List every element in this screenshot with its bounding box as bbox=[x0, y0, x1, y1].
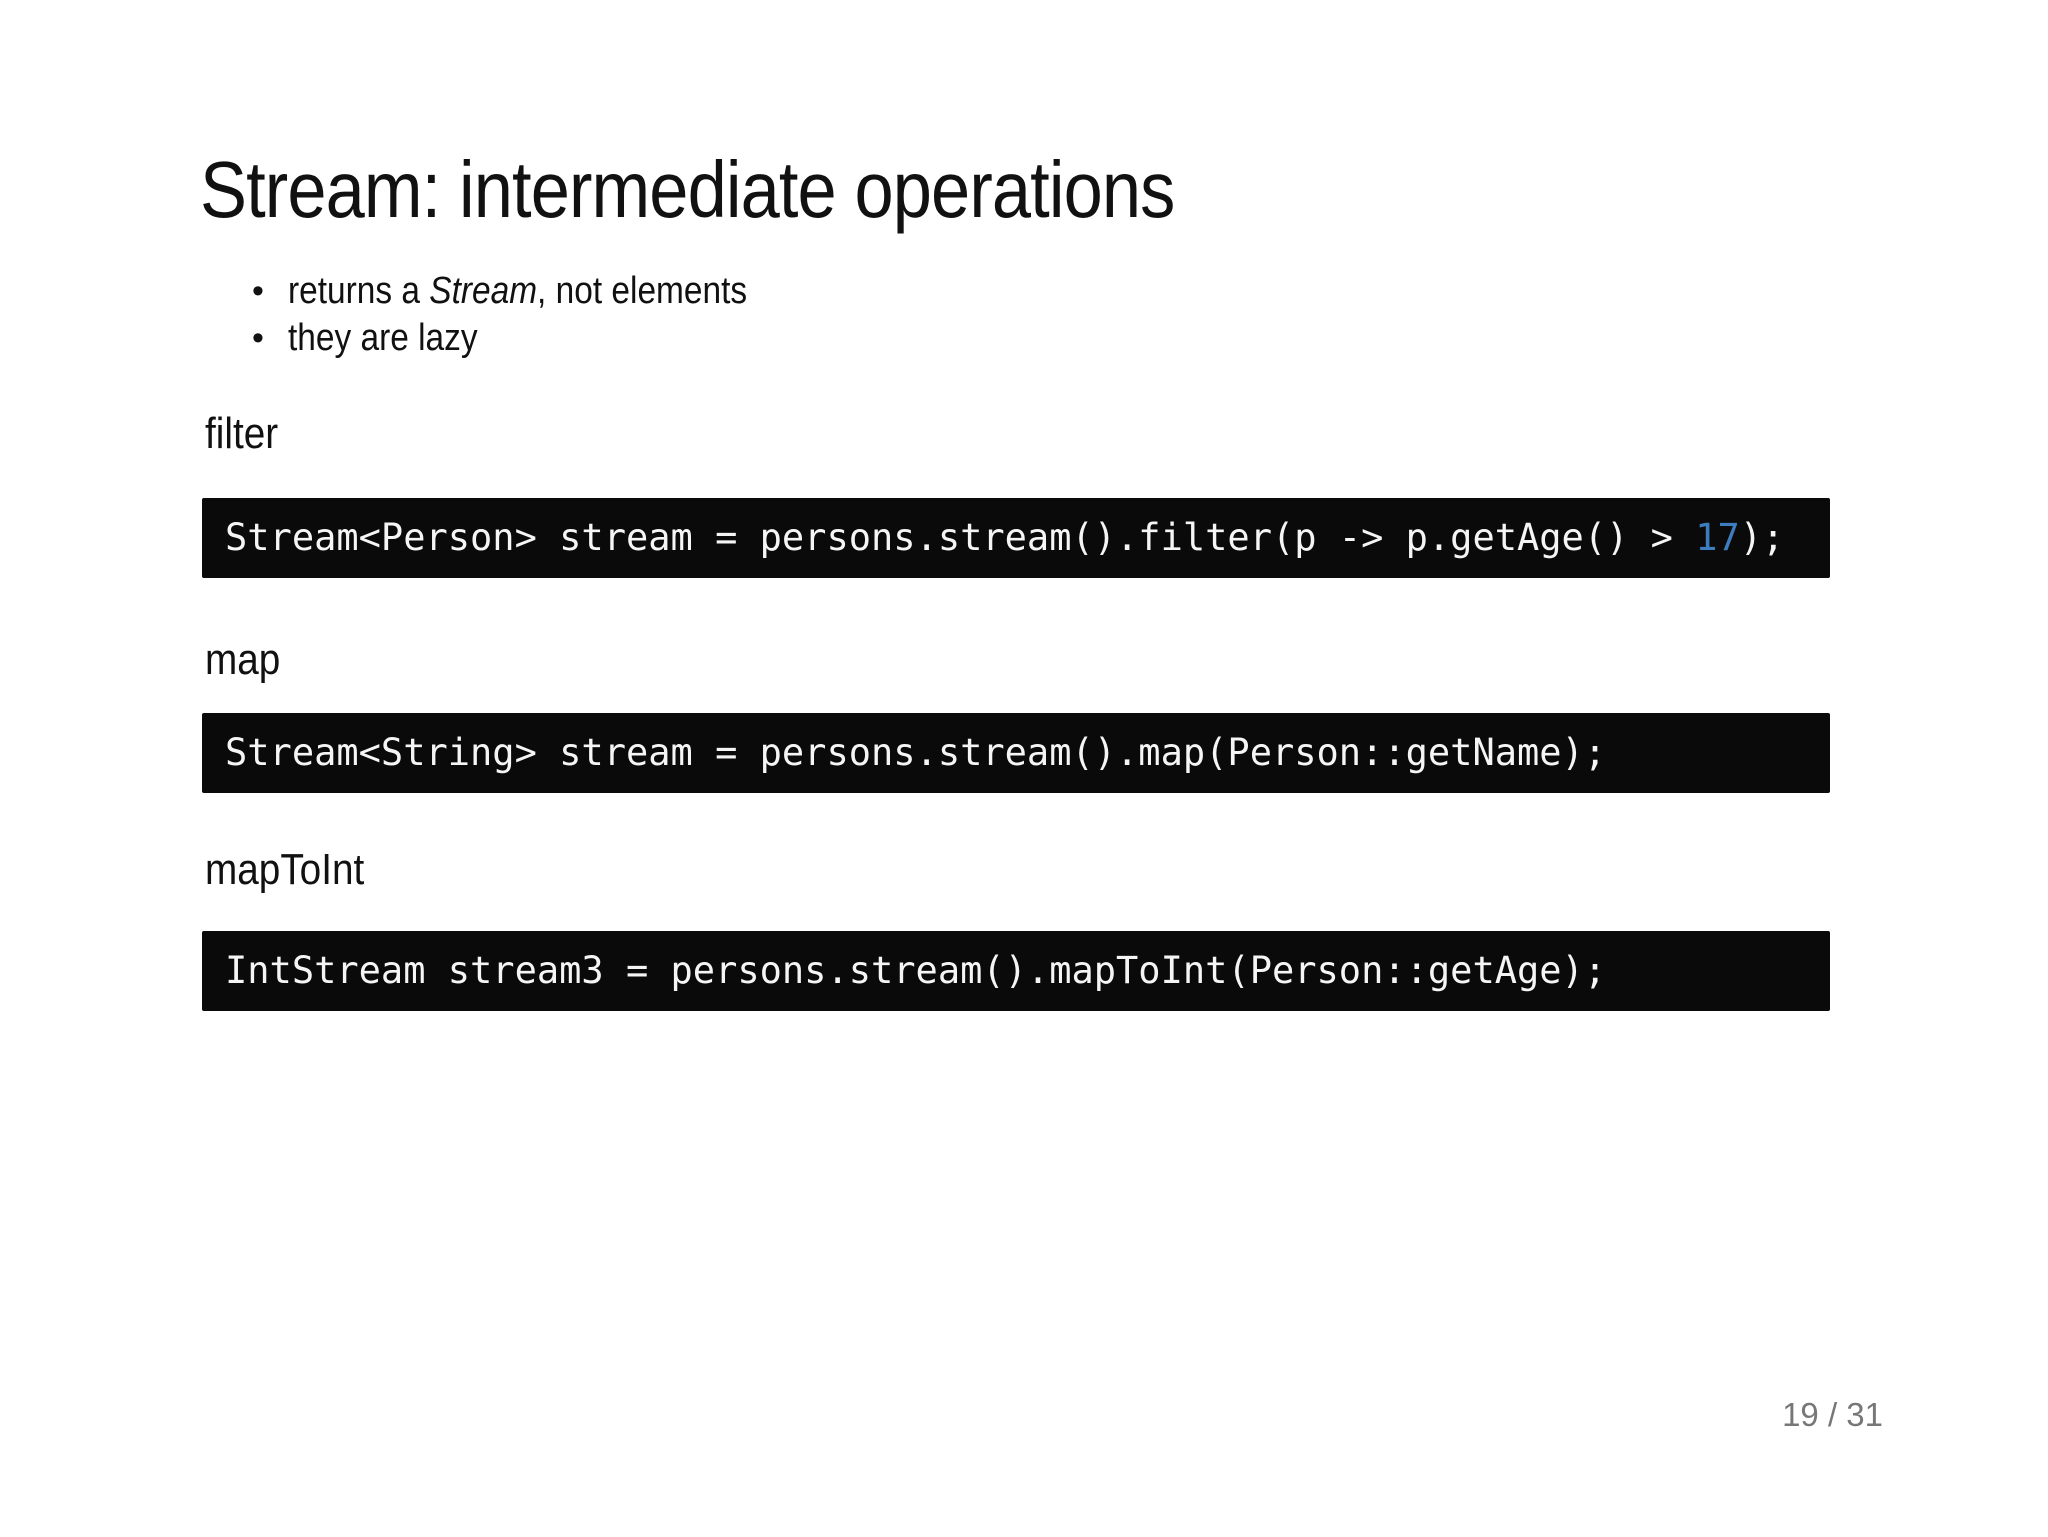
code-block-map: Stream<String> stream = persons.stream()… bbox=[202, 713, 1830, 793]
code-text: ); bbox=[1739, 516, 1785, 559]
code-number-literal: 17 bbox=[1695, 516, 1740, 559]
code-block-maptoint: IntStream stream3 = persons.stream().map… bbox=[202, 931, 1830, 1011]
bullet-italic-term: Stream bbox=[429, 270, 538, 312]
bullet-item: returns a Stream, not elements bbox=[252, 268, 810, 315]
bullet-text: they are lazy bbox=[288, 317, 478, 359]
code-block-filter: Stream<Person> stream = persons.stream()… bbox=[202, 498, 1830, 578]
code-text: Stream<Person> stream = persons.stream()… bbox=[225, 516, 1696, 559]
code-text: Stream<String> stream = persons.stream()… bbox=[225, 731, 1607, 774]
page-number: 19 / 31 bbox=[1782, 1396, 1883, 1433]
section-label-maptoint: mapToInt bbox=[205, 845, 365, 894]
code-text: IntStream stream3 = persons.stream().map… bbox=[225, 949, 1607, 992]
section-label-filter: filter bbox=[205, 409, 279, 458]
bullet-text: returns a Stream, not elements bbox=[288, 270, 748, 312]
slide-title: Stream: intermediate operations bbox=[200, 145, 1175, 234]
bullet-list: returns a Stream, not elements they are … bbox=[252, 268, 810, 362]
bullet-item: they are lazy bbox=[252, 315, 810, 362]
section-label-map: map bbox=[205, 635, 281, 684]
